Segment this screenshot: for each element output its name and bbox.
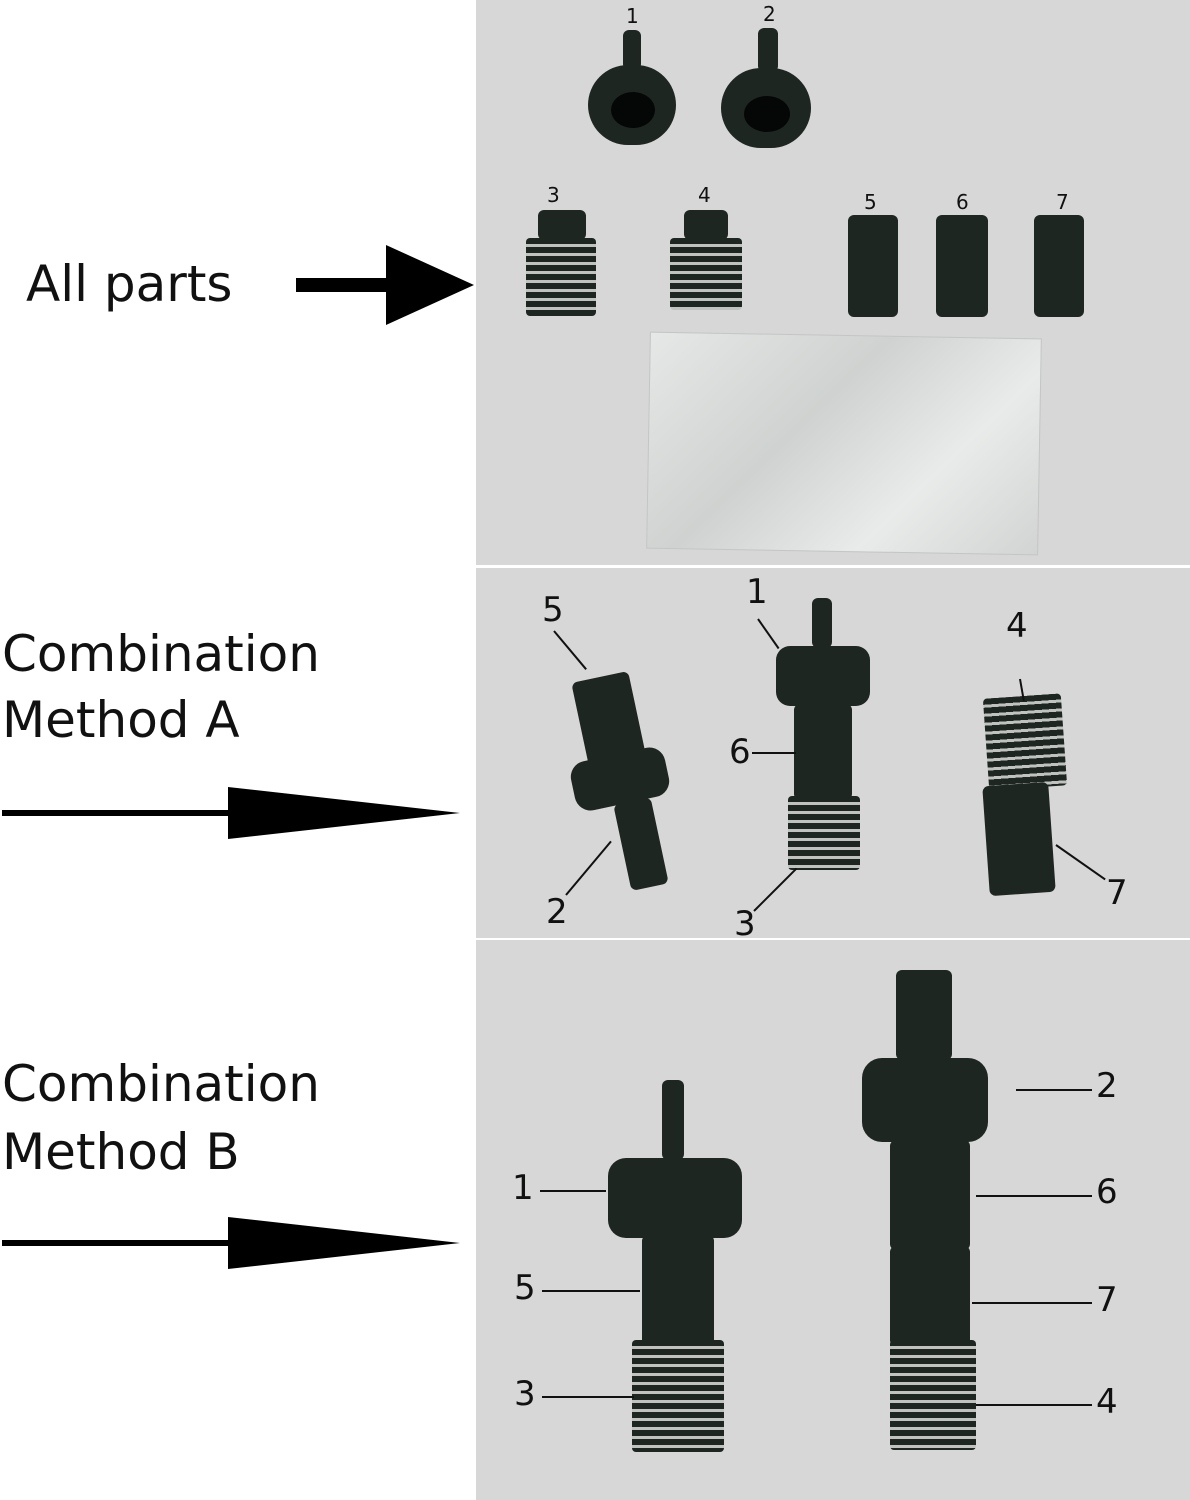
all-parts-photo: 1 2 3 4 5 6 7 <box>476 0 1190 565</box>
part-number: 2 <box>1096 1066 1118 1106</box>
method-b-photo: 2 1 6 5 7 3 4 <box>476 940 1190 1500</box>
arrow-head-icon <box>228 1217 460 1269</box>
part-number: 7 <box>1106 873 1128 913</box>
part-number: 3 <box>514 1374 536 1414</box>
part-number: 4 <box>1006 606 1028 646</box>
part-number: 6 <box>729 732 751 772</box>
plastic-bag <box>646 331 1042 556</box>
part-number: 6 <box>1096 1172 1118 1212</box>
arrow-head-icon <box>386 245 474 325</box>
part-number: 1 <box>512 1168 534 1208</box>
method-b-label-line2: Method B <box>2 1123 240 1181</box>
all-parts-label: All parts <box>26 255 233 313</box>
part-number: 7 <box>1096 1280 1118 1320</box>
method-a-label-line1: Combination <box>2 625 320 683</box>
method-b-label-line1: Combination <box>2 1055 320 1113</box>
method-a-photo: 5 1 6 4 2 3 7 <box>476 568 1190 938</box>
part-number: 7 <box>1056 190 1069 214</box>
arrow-icon <box>2 1240 242 1246</box>
part-number: 2 <box>546 892 568 932</box>
part-number: 3 <box>734 904 756 938</box>
arrow-icon <box>2 810 242 816</box>
part-number: 4 <box>1096 1382 1118 1422</box>
part-number: 5 <box>864 190 877 214</box>
arrow-icon <box>296 278 396 292</box>
method-a-label-line2: Method A <box>2 691 240 749</box>
arrow-head-icon <box>228 787 460 839</box>
part-number: 5 <box>514 1268 536 1308</box>
part-number: 5 <box>542 590 564 630</box>
part-number: 3 <box>547 183 560 207</box>
part-number: 1 <box>746 572 768 612</box>
part-number: 1 <box>626 4 639 28</box>
part-number: 2 <box>763 2 776 26</box>
part-number: 6 <box>956 190 969 214</box>
part-number: 4 <box>698 183 711 207</box>
